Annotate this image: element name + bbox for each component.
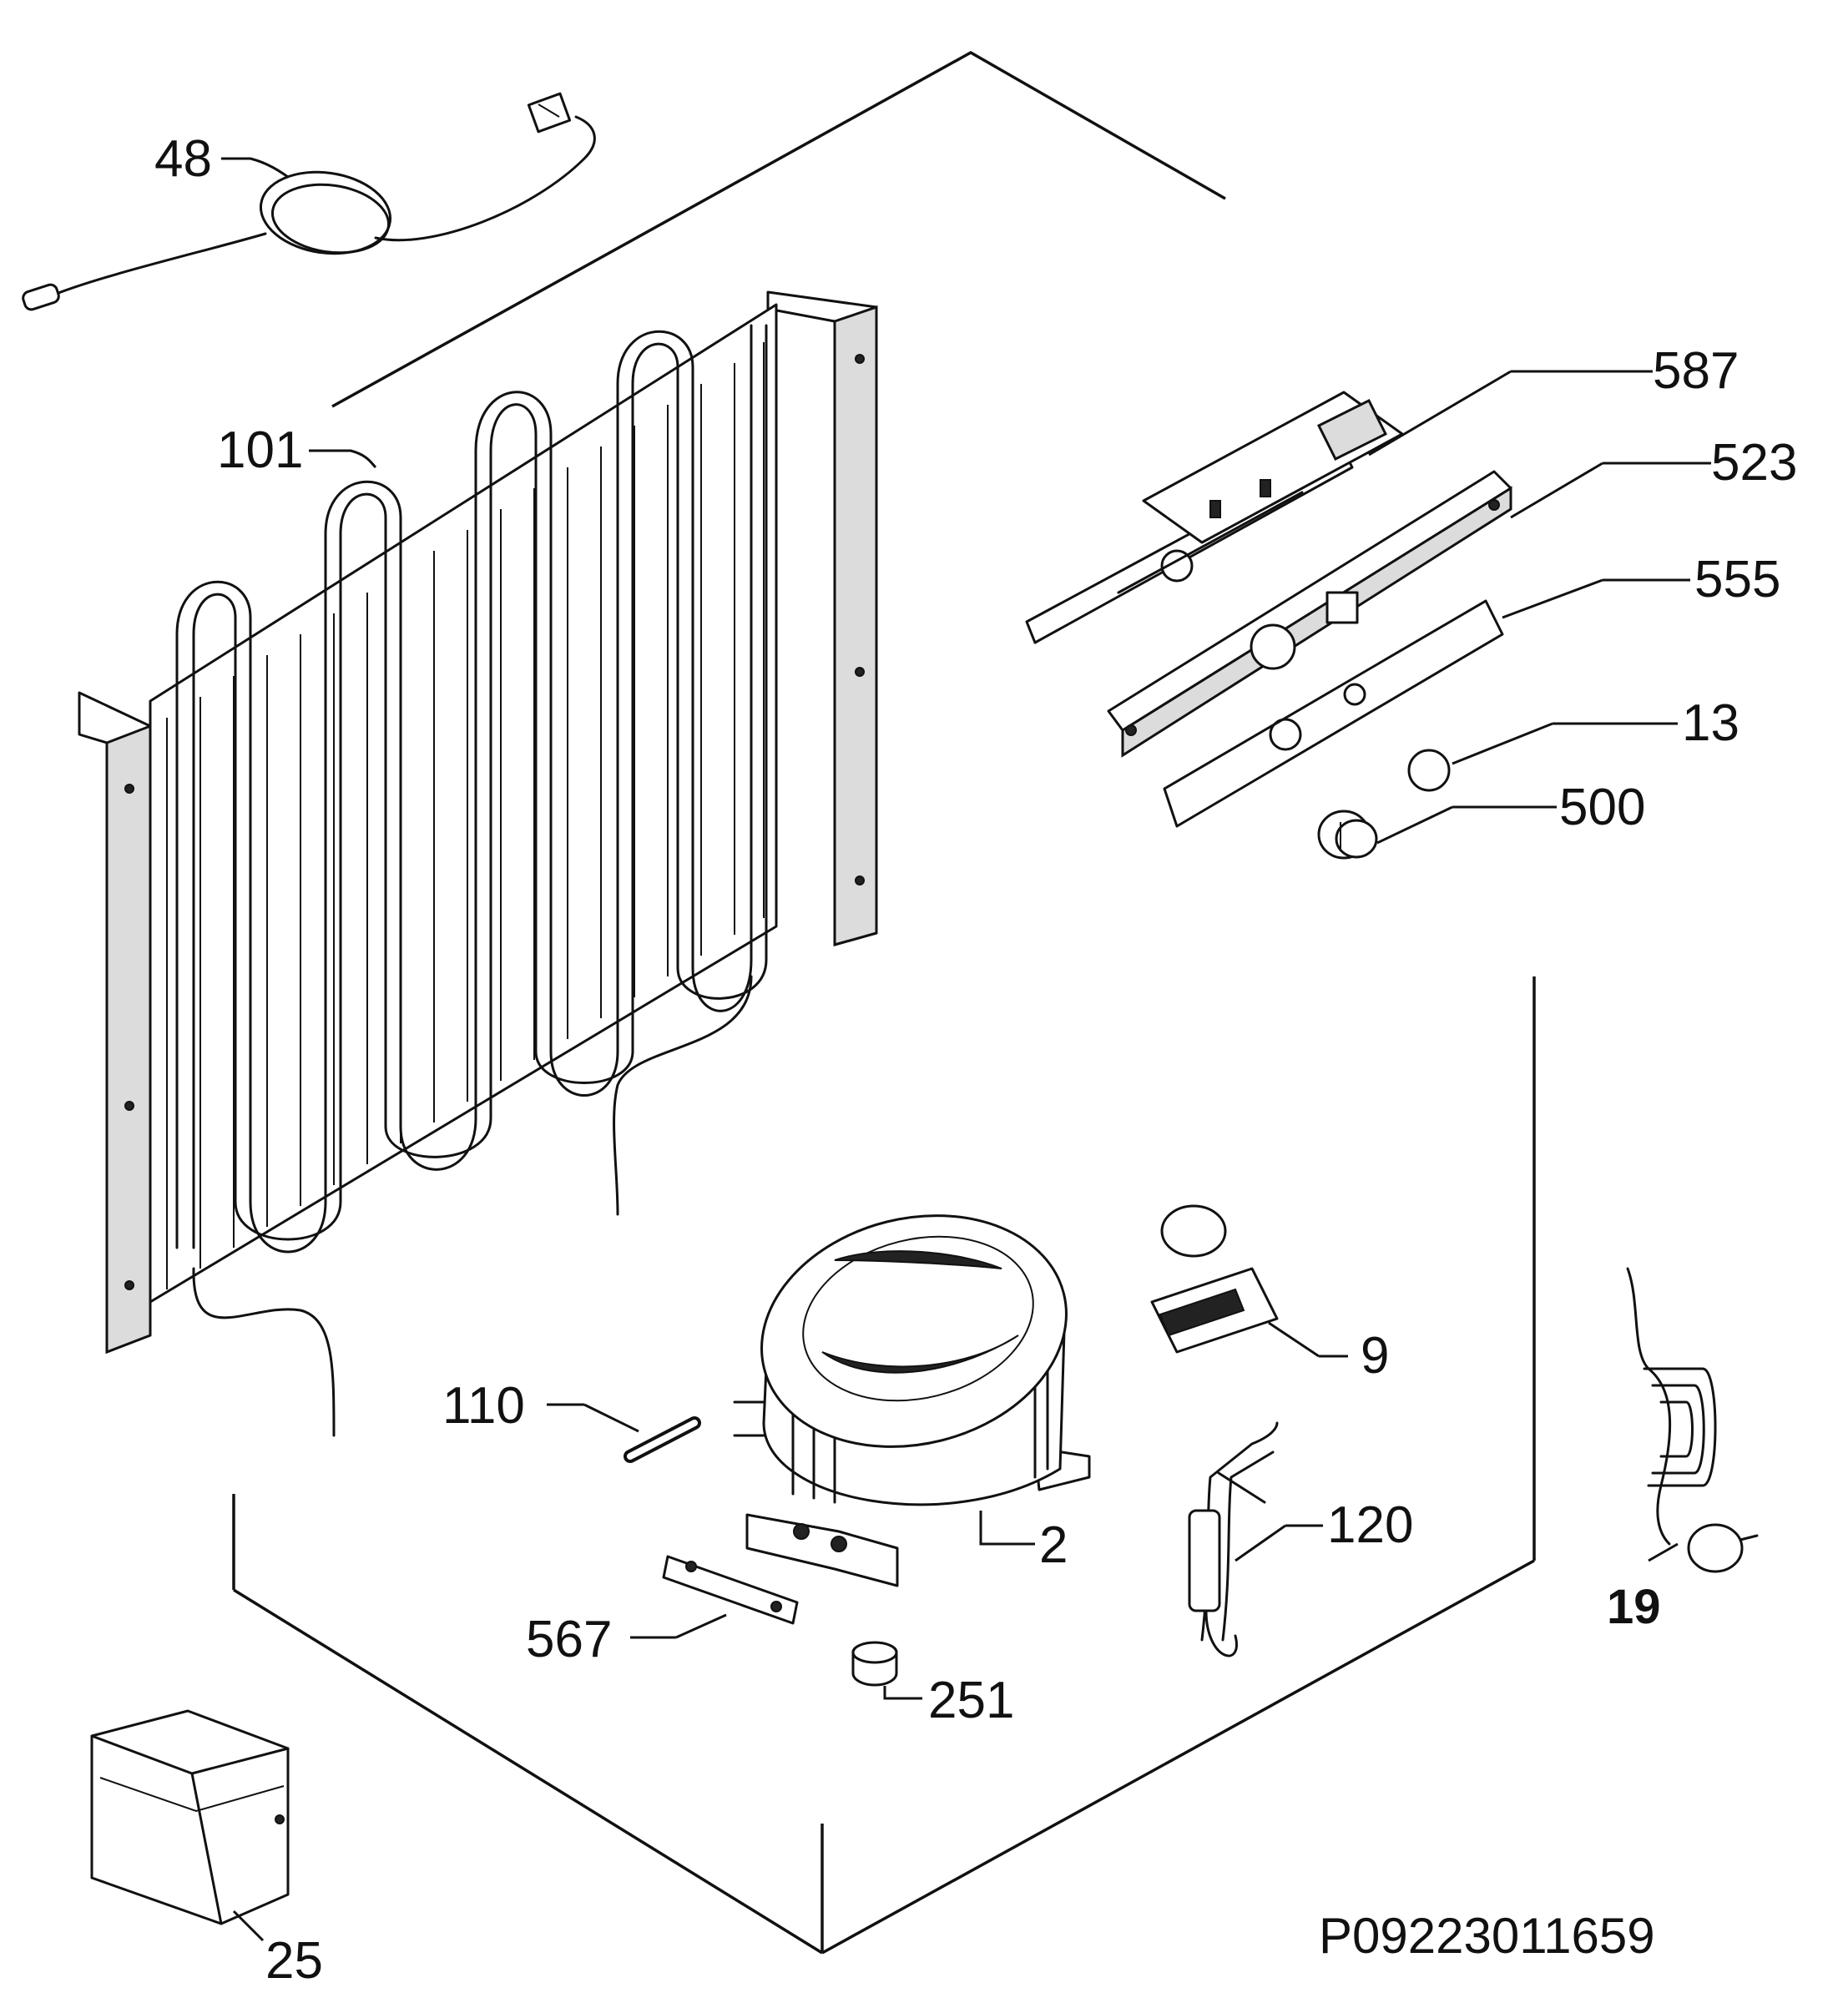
label-587: 587 bbox=[1653, 342, 1739, 400]
part-110-pin bbox=[624, 1416, 701, 1463]
part-251-nut bbox=[851, 1641, 898, 1687]
part-120-dryer bbox=[1188, 1421, 1279, 1657]
part-587-control-board bbox=[1025, 391, 1404, 644]
condenser-fins bbox=[166, 342, 765, 1289]
label-13: 13 bbox=[1682, 694, 1739, 752]
part-555-cover-strip bbox=[1163, 599, 1504, 828]
label-500: 500 bbox=[1559, 779, 1645, 836]
part-19-power-cord bbox=[1626, 1267, 1759, 1573]
label-9: 9 bbox=[1361, 1327, 1389, 1385]
part-567-bracket bbox=[662, 1555, 799, 1625]
label-251: 251 bbox=[928, 1672, 1014, 1729]
label-48: 48 bbox=[154, 130, 212, 188]
part-523-thermostat-plate bbox=[1107, 470, 1512, 758]
part-500-knob bbox=[1317, 810, 1378, 860]
part-48-sensor-cable bbox=[22, 92, 596, 311]
label-120: 120 bbox=[1327, 1496, 1413, 1554]
part-101-condenser bbox=[78, 290, 878, 1437]
label-101: 101 bbox=[217, 421, 303, 479]
cabinet-outline bbox=[232, 50, 1536, 1955]
leader-lines bbox=[221, 157, 1711, 1942]
part-25-cover-box bbox=[90, 1709, 290, 1925]
label-25: 25 bbox=[265, 1932, 323, 1990]
document-code: P09223011659 bbox=[1319, 1908, 1655, 1964]
label-2: 2 bbox=[1039, 1516, 1068, 1574]
part-2-compressor bbox=[733, 1214, 1091, 1587]
label-555: 555 bbox=[1694, 551, 1780, 608]
label-523: 523 bbox=[1711, 434, 1797, 492]
label-567: 567 bbox=[526, 1611, 612, 1668]
part-9-relay bbox=[1150, 1204, 1279, 1354]
callout-labels: 48 101 587 523 555 13 500 9 110 2 120 19… bbox=[154, 130, 1797, 1990]
label-19: 19 bbox=[1607, 1580, 1661, 1634]
label-110: 110 bbox=[442, 1377, 525, 1435]
part-13-cap bbox=[1407, 749, 1451, 792]
